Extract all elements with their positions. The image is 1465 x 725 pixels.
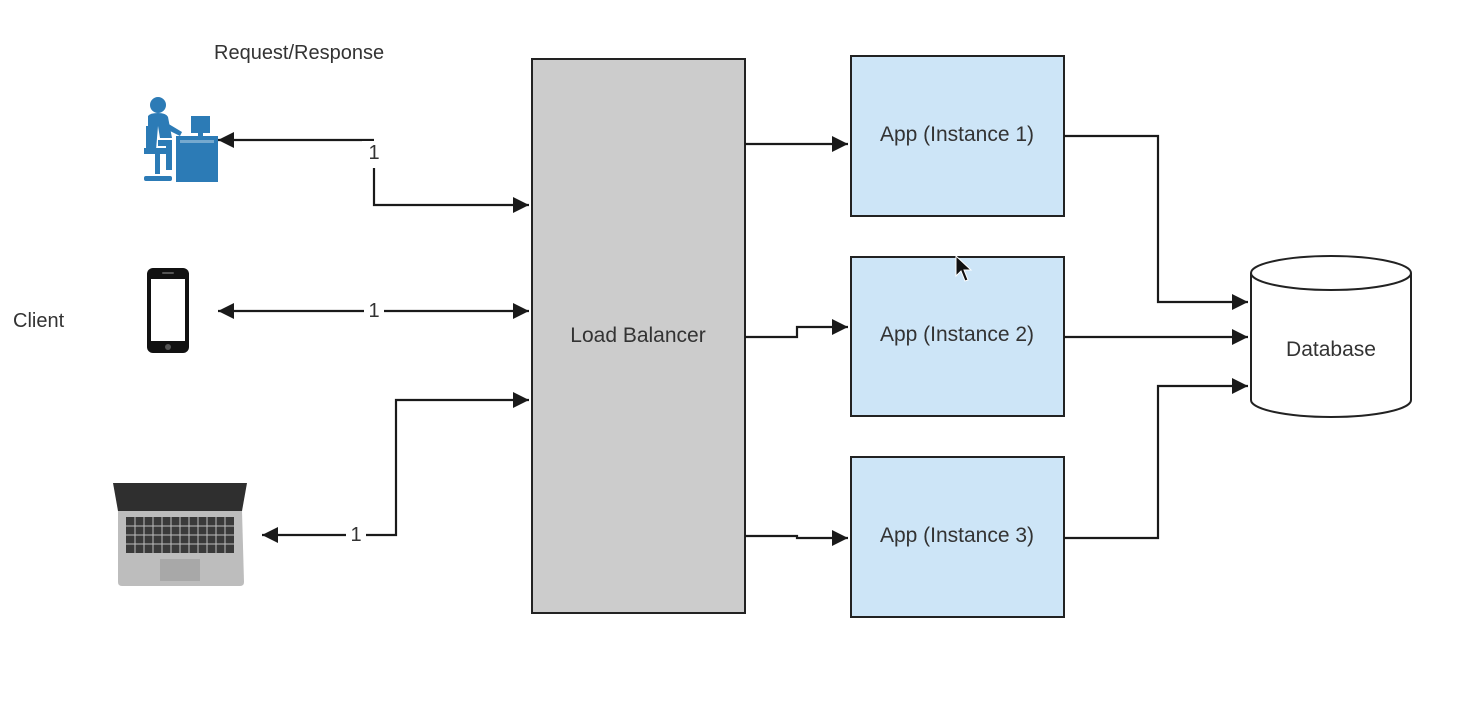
laptop-icon bbox=[113, 483, 247, 586]
lb-to-instance-3-connector bbox=[745, 530, 848, 546]
phone-connection-count: 1 bbox=[368, 300, 379, 322]
lb-to-instance-2-connector bbox=[745, 319, 848, 339]
laptop-connection-count: 1 bbox=[350, 524, 361, 546]
desktop-connection-count: 1 bbox=[368, 142, 379, 164]
load-balancer-label: Load Balancer bbox=[570, 324, 705, 347]
instance-3-to-db-connector bbox=[1064, 378, 1248, 540]
app-instance-1-label: App (Instance 1) bbox=[880, 123, 1034, 146]
database-label: Database bbox=[1286, 338, 1376, 361]
laptop-connector bbox=[262, 392, 529, 543]
app-instance-1-box: App (Instance 1) bbox=[850, 55, 1065, 217]
instance-1-to-db-connector bbox=[1064, 134, 1248, 310]
app-instance-2-box: App (Instance 2) bbox=[850, 256, 1065, 417]
app-instance-2-label: App (Instance 2) bbox=[880, 323, 1034, 346]
smartphone-icon bbox=[147, 268, 189, 353]
desktop-user-icon bbox=[144, 97, 218, 182]
load-balancer-box: Load Balancer bbox=[531, 58, 746, 614]
database-cylinder: Database bbox=[1250, 255, 1412, 418]
request-response-label: Request/Response bbox=[214, 42, 384, 64]
mouse-cursor-icon bbox=[955, 254, 973, 282]
desktop-request-connector bbox=[372, 168, 529, 213]
app-instance-3-box: App (Instance 3) bbox=[850, 456, 1065, 618]
client-label: Client bbox=[13, 310, 65, 332]
app-instance-3-label: App (Instance 3) bbox=[880, 524, 1034, 547]
